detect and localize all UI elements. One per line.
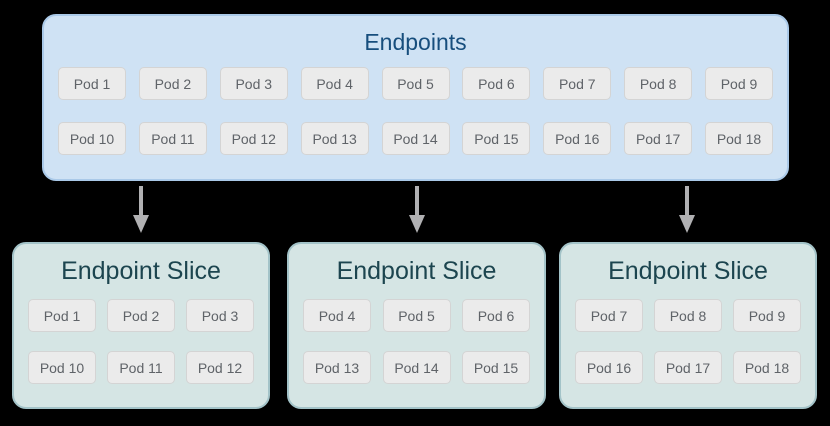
pod-box: Pod 7: [543, 67, 612, 100]
pod-box: Pod 7: [575, 299, 643, 332]
slice-1-pod-row-1: Pod 1 Pod 2 Pod 3: [28, 299, 254, 332]
endpoint-slice-title: Endpoint Slice: [61, 257, 221, 285]
pod-box: Pod 14: [381, 122, 450, 155]
pod-box: Pod 11: [107, 351, 175, 384]
pod-box: Pod 14: [382, 351, 451, 384]
down-arrow-head: [133, 215, 149, 233]
pod-box: Pod 2: [107, 299, 175, 332]
pod-box: Pod 13: [300, 122, 369, 155]
slice-2-pod-row-2: Pod 13 Pod 14 Pod 15: [303, 351, 530, 384]
slice-1-pod-row-2: Pod 10 Pod 11 Pod 12: [28, 351, 254, 384]
pod-box: Pod 4: [300, 67, 369, 100]
pod-box: Pod 5: [381, 67, 450, 100]
pod-box: Pod 12: [186, 351, 254, 384]
down-arrow-shaft: [685, 186, 689, 215]
pod-box: Pod 15: [462, 351, 530, 384]
pod-box: Pod 13: [303, 351, 371, 384]
pod-box: Pod 1: [28, 299, 96, 332]
down-arrow-2: [409, 186, 425, 233]
pod-box: Pod 18: [705, 122, 773, 155]
pod-box: Pod 11: [138, 122, 207, 155]
down-arrow-shaft: [415, 186, 419, 215]
pod-box: Pod 10: [28, 351, 96, 384]
slice-3-pod-row-2: Pod 16 Pod 17 Pod 18: [575, 351, 801, 384]
endpoints-pod-row-1: Pod 1 Pod 2 Pod 3 Pod 4 Pod 5 Pod 6 Pod 7 Pod 8…: [58, 67, 773, 100]
pod-box: Pod 6: [462, 67, 531, 100]
pod-box: Pod 15: [462, 122, 531, 155]
pod-box: Pod 5: [382, 299, 451, 332]
pod-box: Pod 10: [58, 122, 126, 155]
pod-box: Pod 1: [58, 67, 126, 100]
pod-box: Pod 6: [462, 299, 530, 332]
pod-box: Pod 3: [219, 67, 288, 100]
slice-3-pod-row-1: Pod 7 Pod 8 Pod 9: [575, 299, 801, 332]
pod-box: Pod 9: [733, 299, 801, 332]
endpoints-pod-row-2: Pod 10 Pod 11 Pod 12 Pod 13 Pod 14 Pod 15 Pod …: [58, 122, 773, 155]
pod-box: Pod 4: [303, 299, 371, 332]
pod-box: Pod 17: [654, 351, 722, 384]
pod-box: Pod 12: [219, 122, 288, 155]
pod-box: Pod 17: [624, 122, 693, 155]
slice-2-pod-row-1: Pod 4 Pod 5 Pod 6: [303, 299, 530, 332]
endpoints-title: Endpoints: [364, 29, 467, 55]
pod-box: Pod 8: [654, 299, 722, 332]
pod-box: Pod 8: [624, 67, 693, 100]
pod-box: Pod 18: [733, 351, 801, 384]
down-arrow-head: [679, 215, 695, 233]
down-arrow-1: [133, 186, 149, 233]
down-arrow-head: [409, 215, 425, 233]
endpoint-slice-title: Endpoint Slice: [608, 257, 768, 285]
down-arrow-shaft: [139, 186, 143, 215]
pod-box: Pod 16: [575, 351, 643, 384]
pod-box: Pod 3: [186, 299, 254, 332]
pod-box: Pod 2: [138, 67, 207, 100]
endpoints-box: Endpoints Pod 1 Pod 2 Pod 3 Pod 4 Pod 5 Pod 6…: [42, 14, 789, 181]
pod-box: Pod 16: [543, 122, 612, 155]
pod-box: Pod 9: [705, 67, 773, 100]
down-arrow-3: [679, 186, 695, 233]
endpoint-slice-title: Endpoint Slice: [336, 257, 497, 285]
